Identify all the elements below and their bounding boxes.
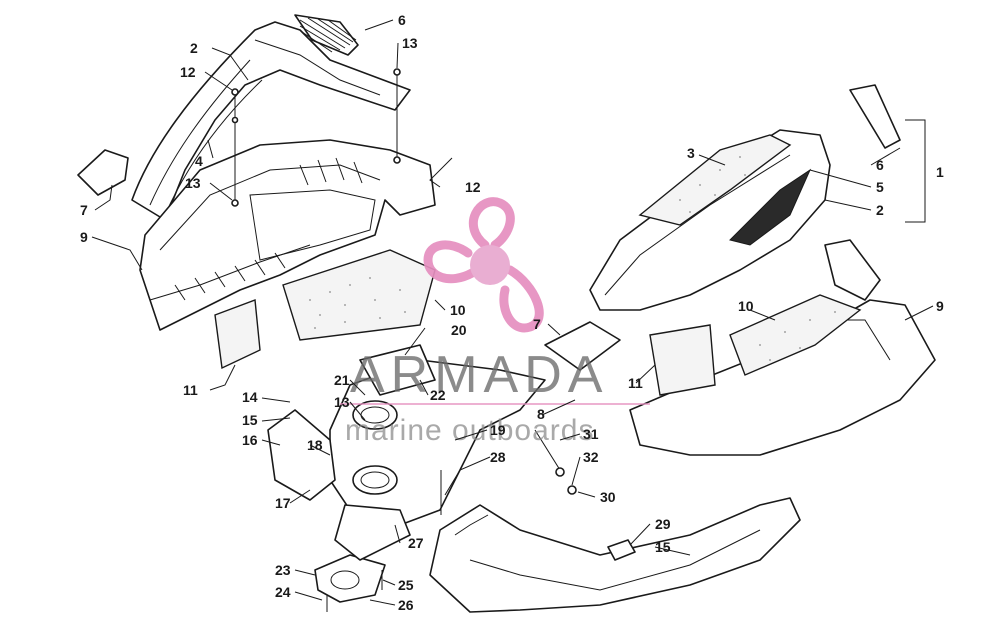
left-hood-assembly (77, 14, 436, 370)
callout-10-left: 10 (450, 302, 466, 318)
bracket-7-right (544, 321, 621, 371)
bracket-7-left (77, 149, 129, 196)
decal-3 (638, 134, 792, 226)
foam-pad-11-left (214, 299, 261, 370)
callout-12-right: 12 (465, 179, 481, 195)
callout-2-right: 2 (876, 202, 884, 218)
callout-22: 22 (430, 387, 446, 403)
callout-13-left: 13 (185, 175, 201, 191)
callout-9-left: 9 (80, 229, 88, 245)
callout-7-right: 7 (533, 316, 541, 332)
propeller-logo (423, 197, 544, 333)
callout-15-right: 15 (655, 539, 671, 555)
cover-20 (359, 344, 436, 396)
callout-6-right: 6 (876, 157, 884, 173)
foam-pad-11-right (649, 324, 716, 396)
callout-12-left: 12 (180, 64, 196, 80)
callout-27: 27 (408, 535, 424, 551)
callout-16: 16 (242, 432, 258, 448)
callout-4: 4 (195, 153, 203, 169)
callout-8: 8 (537, 406, 545, 422)
callout-24: 24 (275, 584, 291, 600)
callout-25: 25 (398, 577, 414, 593)
watermark: ARMADA marine outboards (340, 197, 650, 447)
callout-19: 19 (490, 422, 506, 438)
belly-pan-assembly (267, 344, 577, 612)
watermark-subtitle: marine outboards (345, 414, 594, 447)
right-hood-assembly (544, 84, 936, 456)
duct-23 (314, 554, 386, 603)
vent-grille-left (294, 14, 359, 56)
callout-11-left: 11 (183, 382, 198, 398)
callout-14: 14 (242, 389, 258, 405)
callout-11-right: 11 (628, 375, 643, 391)
callout-23: 23 (275, 562, 291, 578)
watermark-title: ARMADA (350, 346, 608, 404)
callout-1: 1 (936, 164, 944, 180)
callout-7-left: 7 (80, 202, 88, 218)
callout-29: 29 (655, 516, 671, 532)
bracket-27 (334, 504, 411, 561)
hood-upper-shell (131, 21, 411, 221)
callout-labels: 1 2 2 3 4 5 6 6 7 7 8 9 9 10 10 11 11 12… (80, 12, 944, 613)
callout-13-center: 13 (334, 394, 350, 410)
callout-10-right: 10 (738, 298, 754, 314)
bracket-9-right (824, 239, 881, 301)
foam-pad-10-left (282, 249, 436, 341)
callout-17: 17 (275, 495, 291, 511)
callout-20: 20 (451, 322, 467, 338)
callout-6-left: 6 (398, 12, 406, 28)
hood-upper-shell-right (589, 129, 831, 311)
callout-2-left: 2 (190, 40, 198, 56)
callout-21: 21 (334, 372, 350, 388)
vent-grille-right (849, 84, 901, 149)
foam-pad-10-right (729, 294, 862, 376)
bottom-skid-pan (429, 497, 801, 613)
callout-32: 32 (583, 449, 599, 465)
leader-lines (91, 19, 934, 606)
callout-28: 28 (490, 449, 506, 465)
callout-3: 3 (687, 145, 695, 161)
callout-5: 5 (876, 179, 884, 195)
callout-18: 18 (307, 437, 323, 453)
callout-26: 26 (398, 597, 414, 613)
hood-lower-pan (139, 139, 436, 331)
callout-13-top: 13 (402, 35, 418, 51)
callout-31: 31 (583, 426, 599, 442)
side-panel-16 (267, 409, 336, 501)
decal-5 (729, 168, 812, 246)
clip-29 (607, 539, 636, 561)
callout-30: 30 (600, 489, 616, 505)
callout-9-right: 9 (936, 298, 944, 314)
callout-15-left: 15 (242, 412, 258, 428)
